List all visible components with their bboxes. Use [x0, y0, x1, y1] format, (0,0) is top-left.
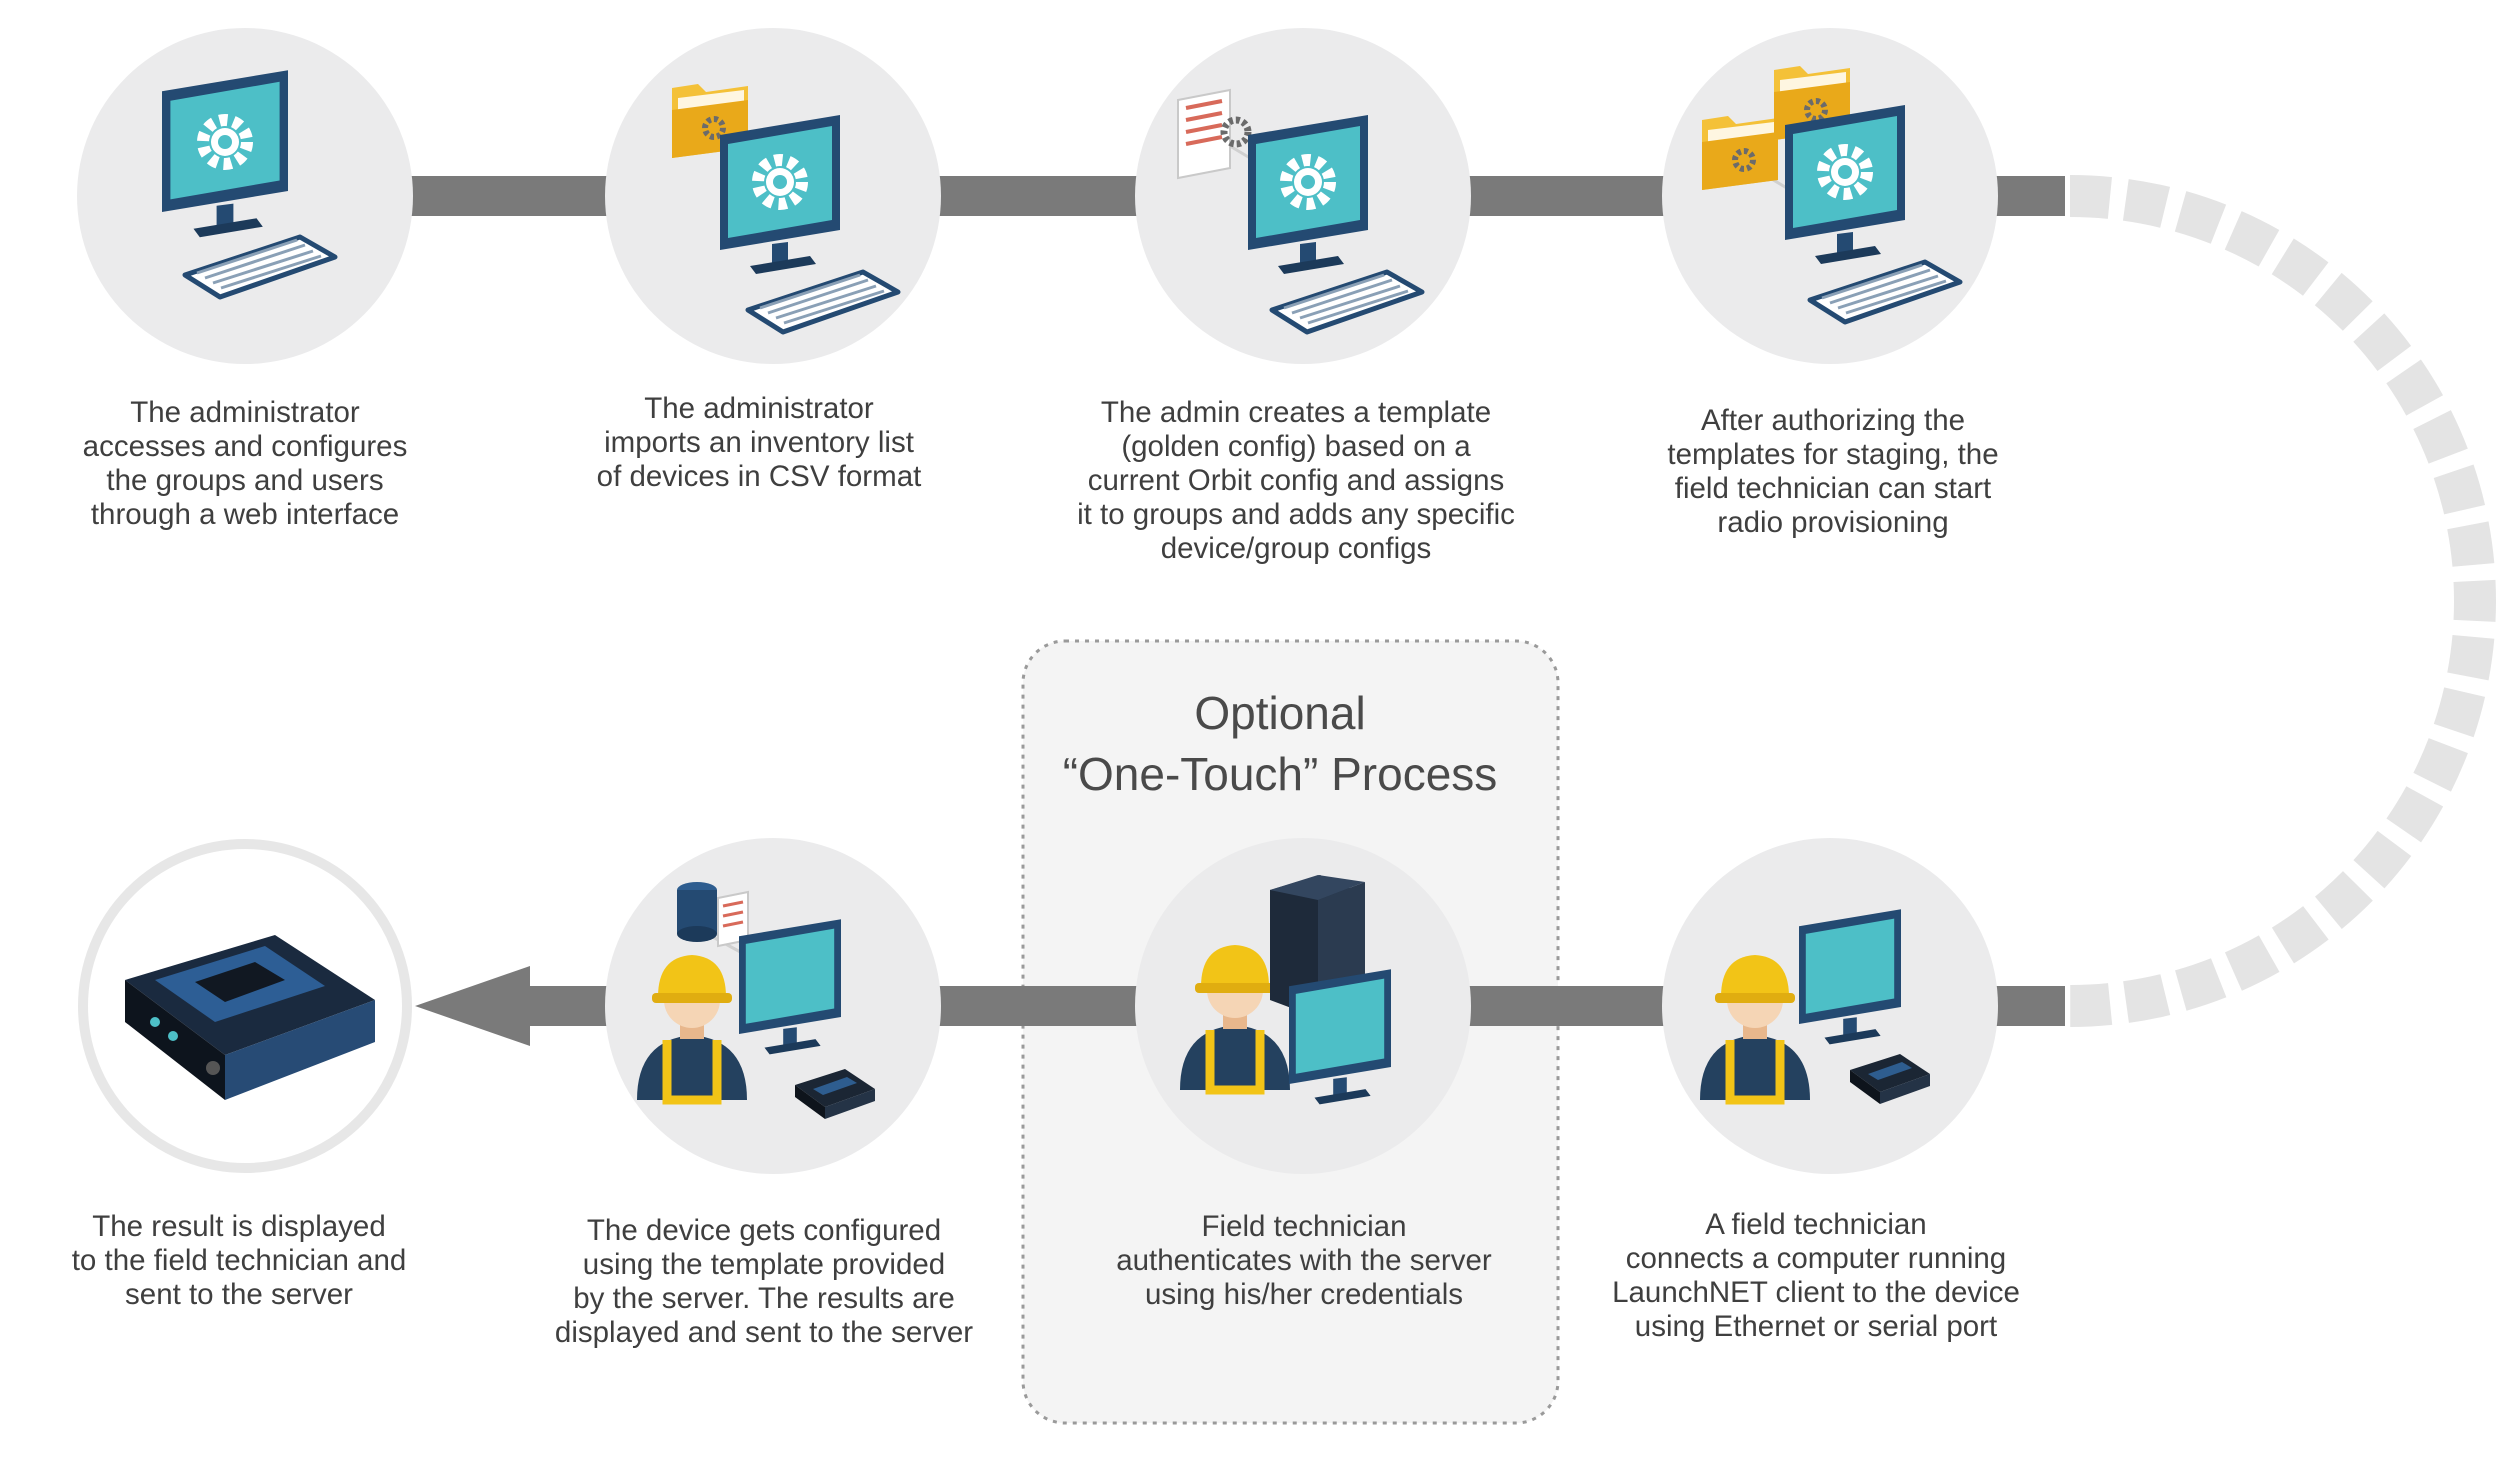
connector-7-8: [525, 986, 610, 1026]
caption-authenticate: Field technician authenticates with the …: [1044, 1210, 1564, 1312]
folders-computer-icon: [1702, 66, 1960, 322]
connector-4-arc: [1990, 176, 2065, 216]
caption-line: The admin creates a template: [1100, 396, 1492, 429]
caption-line: connects a computer running: [1625, 1242, 2007, 1275]
technician-server-icon: [1180, 875, 1391, 1105]
connector-5-6: [1465, 986, 1665, 1026]
caption-line: accesses and configures: [82, 430, 408, 463]
caption-line: The administrator: [130, 396, 360, 429]
bottom-connectors: [415, 966, 2065, 1046]
dashed-return-arc: [2069, 175, 2496, 1027]
connector-arc-5: [1990, 986, 2065, 1026]
caption-line: A field technician: [1705, 1208, 1927, 1241]
caption-line: sent to the server: [125, 1278, 353, 1311]
caption-line: device/group configs: [1160, 532, 1432, 565]
caption-line: using Ethernet or serial port: [1634, 1310, 1998, 1343]
caption-line: LaunchNET client to the device: [1612, 1276, 2020, 1309]
caption-line: it to groups and adds any specific: [1077, 498, 1515, 531]
caption-configure-groups: The administrator accesses and configure…: [0, 396, 505, 532]
caption-line: by the server. The results are: [573, 1282, 955, 1315]
arrow-head: [415, 966, 530, 1046]
caption-line: using his/her credentials: [1144, 1278, 1464, 1311]
connector-3-4: [1465, 176, 1665, 216]
caption-line: to the field technician and: [71, 1244, 407, 1277]
caption-line: (golden config) based on a: [1121, 430, 1471, 463]
technician-database-icon: [637, 882, 875, 1119]
connector-1-2: [410, 176, 610, 216]
caption-create-template: The admin creates a template (golden con…: [1036, 396, 1556, 566]
caption-line: After authorizing the: [1700, 404, 1966, 437]
caption-line: radio provisioning: [1717, 506, 1949, 539]
caption-line: templates for staging, the: [1667, 438, 1999, 471]
caption-connect-client: A field technician connects a computer r…: [1556, 1208, 2076, 1344]
optional-title-line: Optional: [1194, 687, 1366, 739]
optional-process-title: Optional “One-Touch” Process: [1020, 683, 1540, 805]
connector-6-7: [935, 986, 1145, 1026]
caption-line: The device gets configured: [586, 1214, 942, 1247]
caption-line: through a web interface: [90, 498, 400, 531]
caption-line: of devices in CSV format: [596, 460, 922, 493]
caption-line: field technician can start: [1674, 472, 1992, 505]
caption-line: using the template provided: [582, 1248, 946, 1281]
folder-computer-icon: [672, 84, 898, 332]
caption-line: imports an inventory list: [604, 426, 914, 459]
optional-title-line: “One-Touch” Process: [1062, 748, 1498, 800]
caption-import-inventory: The administrator imports an inventory l…: [499, 392, 1019, 494]
caption-line: authenticates with the server: [1116, 1244, 1492, 1277]
top-connectors: [410, 176, 2065, 216]
caption-device-configured: The device gets configured using the tem…: [504, 1214, 1024, 1350]
caption-line: Field technician: [1201, 1210, 1407, 1243]
router-device-icon: [125, 935, 375, 1100]
connector-2-3: [935, 176, 1145, 216]
document-computer-icon: [1177, 88, 1422, 332]
caption-line: the groups and users: [106, 464, 384, 497]
caption-line: current Orbit config and assigns: [1087, 464, 1505, 497]
caption-authorize-templates: After authorizing the templates for stag…: [1573, 404, 2093, 540]
caption-line: The result is displayed: [92, 1210, 386, 1243]
caption-line: displayed and sent to the server: [554, 1316, 974, 1349]
caption-line: The administrator: [644, 392, 874, 425]
caption-result-displayed: The result is displayed to the field tec…: [0, 1210, 499, 1312]
